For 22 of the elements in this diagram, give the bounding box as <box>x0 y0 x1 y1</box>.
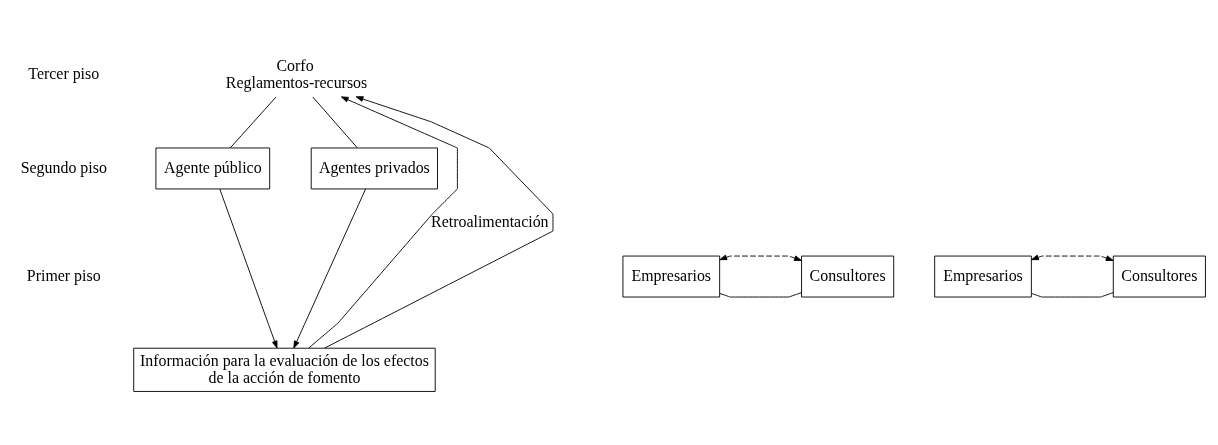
node-box: Empresarios <box>622 255 721 298</box>
connector <box>719 292 802 298</box>
connector <box>1031 292 1114 298</box>
label: Tercer piso <box>28 65 100 83</box>
arrow <box>308 96 458 349</box>
edge-label: Retroalimentación <box>431 212 549 230</box>
node-box: Consultores <box>801 255 895 298</box>
node-box: Consultores <box>1112 255 1206 298</box>
arrow <box>324 96 554 349</box>
arrow <box>293 188 367 349</box>
label: Primer piso <box>26 266 101 284</box>
arrow <box>719 254 802 261</box>
label: Segundo piso <box>20 158 107 176</box>
arrow <box>219 188 278 349</box>
arrow <box>1031 254 1114 261</box>
node-box: Agentes privados <box>310 147 438 190</box>
connector <box>230 96 277 149</box>
connector <box>312 96 358 149</box>
node-box: Información para la evaluación de los efectos de la acción de fomento <box>133 347 436 392</box>
node-box: Agente público <box>155 147 271 190</box>
node-box: Empresarios <box>934 255 1032 298</box>
node-text: Corfo Reglamentos-recursos <box>225 56 368 91</box>
